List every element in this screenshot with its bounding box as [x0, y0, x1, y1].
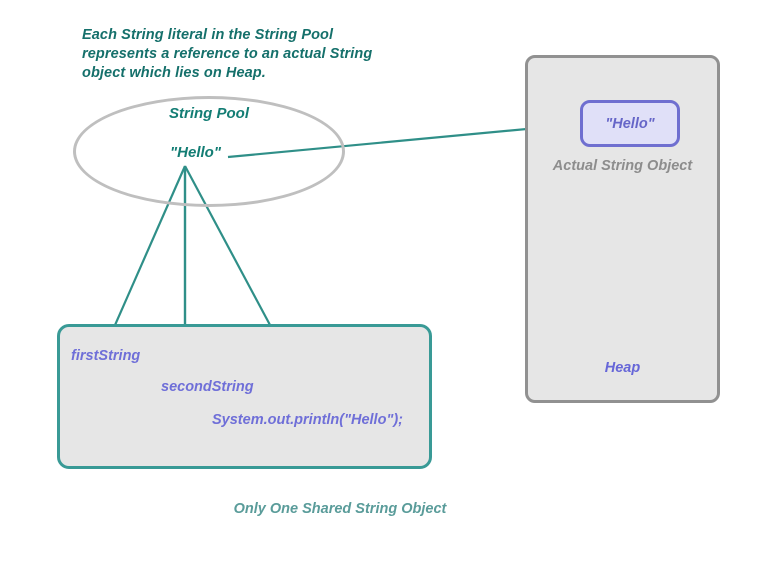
reference-first-string: firstString [71, 348, 141, 364]
explanation-note: Each String literal in the String Pool r… [82, 27, 373, 81]
string-pool-title: String Pool [169, 105, 249, 122]
reference-println-statement: System.out.println("Hello"); [212, 412, 403, 428]
string-pool-ellipse [73, 96, 345, 207]
actual-string-object-box: "Hello" [580, 100, 680, 147]
actual-string-object-value: "Hello" [605, 115, 655, 132]
actual-string-object-caption: Actual String Object [552, 158, 693, 174]
string-pool-literal: "Hello" [170, 144, 221, 161]
reference-second-string: secondString [161, 379, 254, 395]
heap-label: Heap [604, 360, 641, 376]
shared-object-caption: Only One Shared String Object [233, 501, 447, 517]
references-container [57, 324, 432, 469]
